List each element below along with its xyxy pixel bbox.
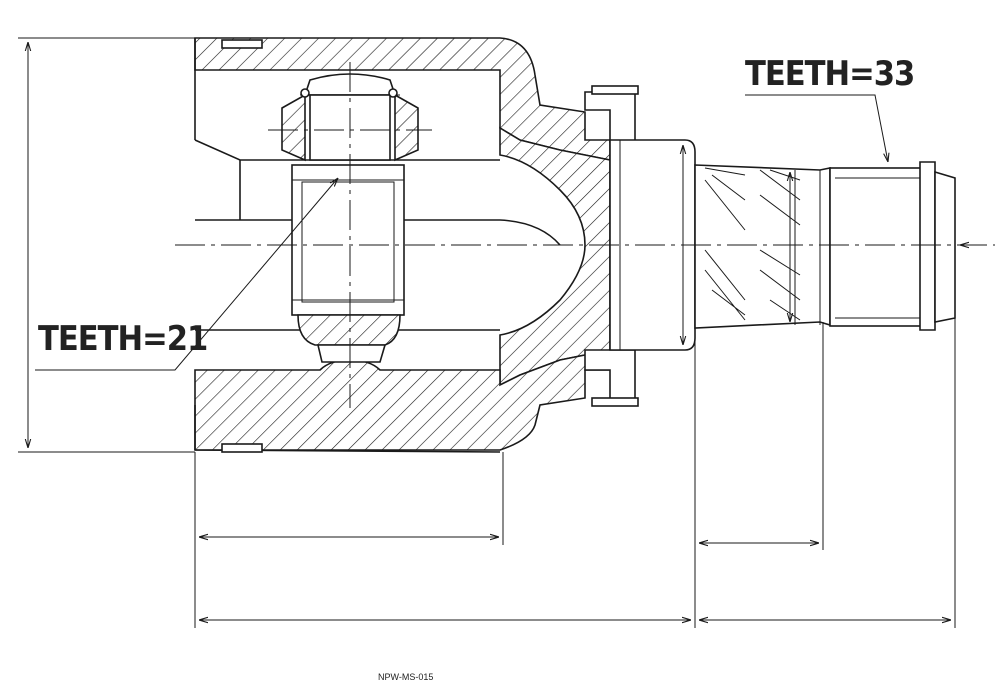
circlip-right <box>388 88 398 98</box>
leader-teeth-inner <box>35 178 338 371</box>
label-teeth-inner: TEETH=21 <box>38 319 207 359</box>
spline-marks <box>704 167 821 325</box>
inner-bore <box>194 139 561 246</box>
roller-assembly <box>281 73 419 363</box>
dimensions <box>18 37 985 628</box>
circlip-left <box>300 88 310 98</box>
label-part-number: NPW-MS-015 <box>378 672 433 682</box>
flange-top-lip <box>591 85 639 95</box>
housing-hub <box>499 126 611 387</box>
lower-roller-body <box>291 164 405 316</box>
lower-roller-stem <box>316 344 387 363</box>
housing-bottom-slot <box>221 443 263 453</box>
leader-teeth-outer <box>745 94 888 162</box>
annotations: TEETH=21 TEETH=33 NPW-MS-015 <box>35 54 915 682</box>
spline-end <box>829 167 926 327</box>
shaft-tip <box>934 170 956 323</box>
flange-bottom-lip <box>591 397 639 407</box>
housing-lower-wall <box>194 349 611 451</box>
flange-bottom-seal <box>584 349 636 401</box>
end-circlip <box>919 161 936 331</box>
label-teeth-outer: TEETH=33 <box>745 54 914 94</box>
lower-roller-inner <box>301 181 395 303</box>
flange-top-seal <box>584 91 636 143</box>
center-lines <box>175 62 995 408</box>
shaft-body <box>694 164 831 329</box>
upper-needle-ring-right <box>394 93 419 162</box>
upper-needle-ring-left <box>281 93 306 162</box>
housing-top-slot <box>221 39 263 49</box>
lower-roller-cup <box>297 314 401 346</box>
shaft <box>694 161 956 331</box>
